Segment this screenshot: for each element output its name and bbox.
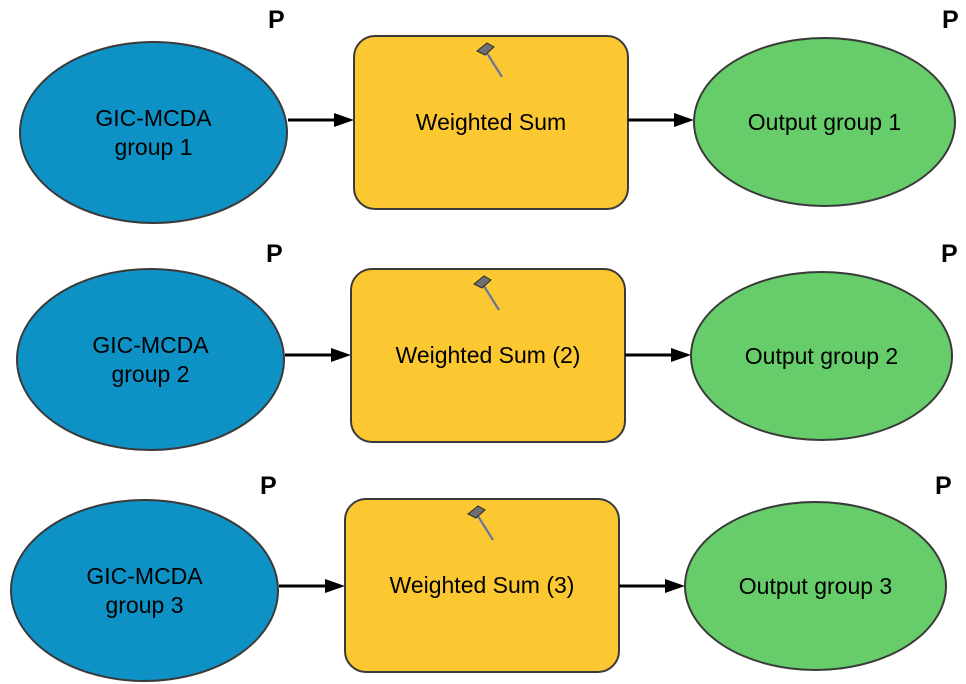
- tool-label: Weighted Sum (3): [389, 572, 575, 598]
- output-parameter-marker: P: [941, 240, 958, 268]
- input-data-node[interactable]: GIC-MCDA group 1: [19, 41, 288, 224]
- tool-label: Weighted Sum: [415, 109, 567, 135]
- model-row-3: P GIC-MCDA group 3 Weighted Sum (3) Outp…: [0, 464, 966, 684]
- connector-arrow: [279, 579, 345, 593]
- model-row-2: P GIC-MCDA group 2 Weighted Sum (2) Outp…: [0, 232, 966, 452]
- hammer-icon: [473, 275, 501, 311]
- input-data-node[interactable]: GIC-MCDA group 3: [10, 499, 279, 682]
- connector-arrow: [625, 348, 691, 362]
- output-parameter-marker: P: [935, 472, 952, 500]
- connector-arrow: [288, 113, 354, 127]
- output-data-node[interactable]: Output group 1: [693, 37, 956, 207]
- output-data-node[interactable]: Output group 3: [684, 501, 947, 671]
- input-data-label: GIC-MCDA group 3: [86, 562, 203, 618]
- connector-arrow: [285, 348, 351, 362]
- output-data-label: Output group 3: [738, 572, 893, 599]
- output-data-label: Output group 1: [747, 108, 902, 135]
- input-data-label: GIC-MCDA group 1: [95, 104, 212, 160]
- tool-node[interactable]: Weighted Sum (3): [344, 498, 620, 673]
- input-parameter-marker: P: [268, 6, 285, 34]
- hammer-icon: [476, 42, 504, 78]
- output-data-node[interactable]: Output group 2: [690, 271, 953, 441]
- tool-node[interactable]: Weighted Sum (2): [350, 268, 626, 443]
- input-data-node[interactable]: GIC-MCDA group 2: [16, 268, 285, 451]
- model-row-1: P GIC-MCDA group 1 Weighted Sum Output g…: [0, 0, 966, 224]
- connector-arrow: [628, 113, 694, 127]
- tool-node[interactable]: Weighted Sum: [353, 35, 629, 210]
- input-parameter-marker: P: [260, 472, 277, 500]
- tool-label: Weighted Sum (2): [395, 342, 581, 368]
- input-parameter-marker: P: [266, 240, 283, 268]
- input-data-label: GIC-MCDA group 2: [92, 331, 209, 387]
- connector-arrow: [619, 579, 685, 593]
- output-data-label: Output group 2: [744, 342, 899, 369]
- output-parameter-marker: P: [942, 6, 959, 34]
- hammer-icon: [467, 505, 495, 541]
